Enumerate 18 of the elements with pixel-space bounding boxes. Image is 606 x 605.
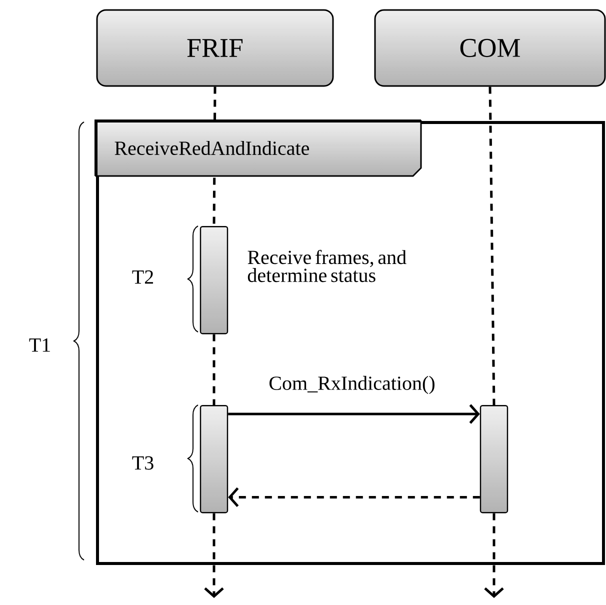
duration-label: T2 (132, 270, 153, 284)
lifeline (488, 86, 496, 406)
frame-tab: ReceiveRedAndIndicate (94, 120, 422, 177)
annotation-text: Receive frames, and determine status (248, 250, 406, 282)
lifeline-head-box: FRIF (96, 9, 334, 87)
activation-bar (200, 226, 228, 334)
edge-label: Com_RxIndication() (268, 374, 436, 396)
activation-bar (200, 405, 228, 514)
duration-label: T3 (132, 456, 154, 470)
message-arrow (228, 487, 480, 508)
lifeline (484, 513, 504, 598)
activation-bar (480, 405, 508, 514)
lifeline (212, 334, 216, 405)
lifeline (204, 513, 224, 598)
duration-label: T1 (29, 338, 50, 352)
message-arrow (228, 404, 480, 424)
lifeline-head-box: COM (374, 9, 606, 87)
frame (96, 121, 605, 565)
